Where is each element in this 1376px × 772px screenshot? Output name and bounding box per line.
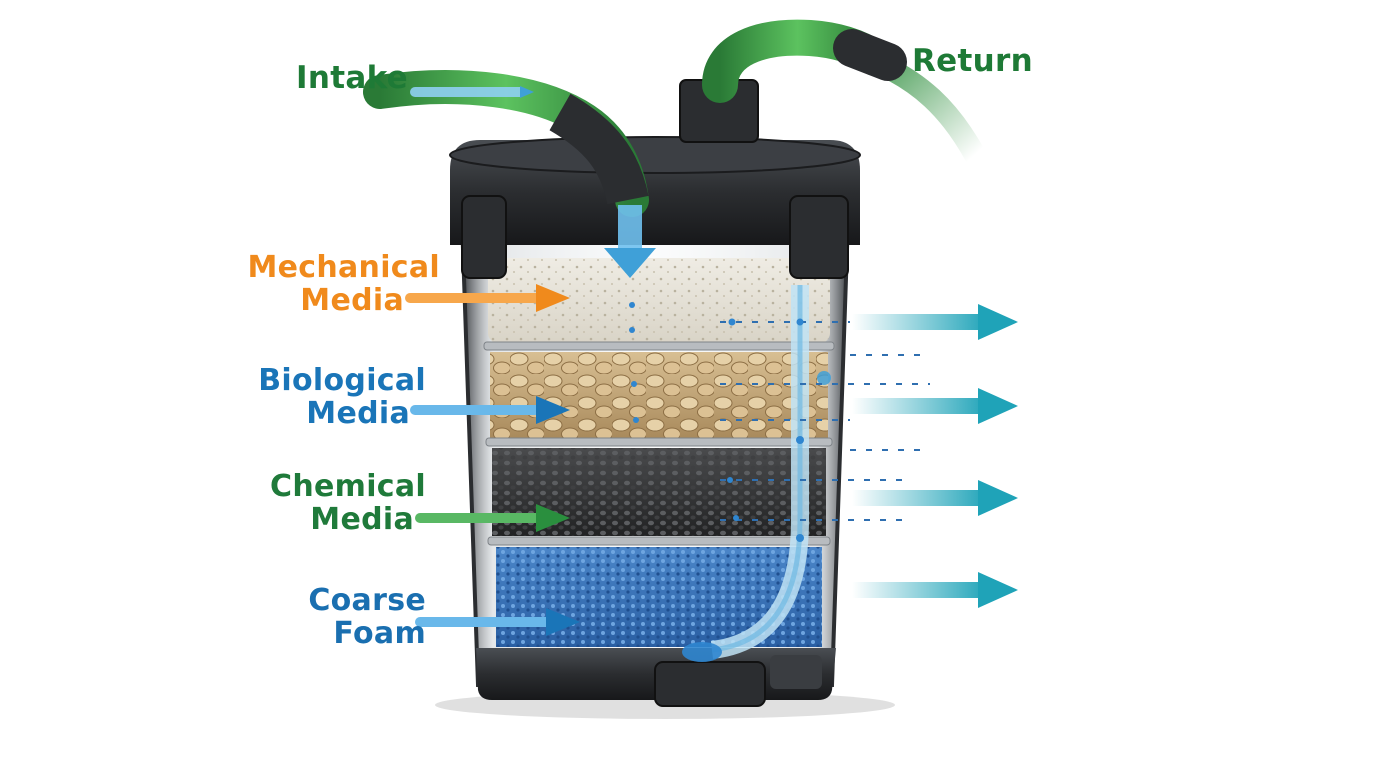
biological-label-line1: Biological — [258, 363, 426, 398]
chemical-label-line1: Chemical — [270, 469, 426, 504]
down-arrow-icon — [604, 205, 656, 278]
water-droplets — [629, 302, 804, 542]
mechanical-pointer-arrow — [405, 284, 570, 312]
chemical-label-line2: Media — [310, 502, 414, 537]
mechanical-label-line1: Mechanical — [247, 250, 440, 285]
biological-pointer-arrow — [410, 396, 570, 424]
chemical-media-label: Chemical Media — [160, 470, 426, 536]
intake-label: Intake — [230, 62, 408, 95]
biological-label-line2: Media — [306, 396, 410, 431]
chemical-pointer-arrow — [415, 504, 570, 532]
lid-clamp-left — [461, 195, 507, 279]
media-tray-divider — [483, 341, 835, 351]
right-arrow-icon — [852, 480, 1018, 516]
media-tray-divider — [487, 536, 831, 546]
coarse-label-line2: Foam — [333, 616, 426, 651]
canister-lid — [449, 136, 861, 279]
intake-label-text: Intake — [296, 60, 408, 96]
coarse-pointer-arrow — [415, 608, 580, 636]
canister-body — [459, 218, 851, 707]
right-arrow-icon — [852, 572, 1018, 608]
pump-housing — [654, 661, 766, 707]
return-label: Return — [912, 45, 1062, 78]
media-tray-divider — [485, 437, 833, 447]
return-hose — [679, 19, 907, 143]
lid-clamp-right — [789, 195, 849, 279]
return-label-text: Return — [912, 43, 1033, 79]
coarse-label-line1: Coarse — [308, 583, 426, 618]
flow-dash-lines — [720, 321, 930, 521]
right-arrow-icon — [852, 388, 1018, 424]
outflow-arrows — [629, 302, 1018, 608]
mechanical-label-line2: Media — [300, 283, 404, 318]
intake-hose — [363, 70, 649, 217]
mechanical-media-label: Mechanical Media — [160, 251, 440, 317]
right-arrow-icon — [852, 304, 1018, 340]
biological-media-label: Biological Media — [160, 364, 426, 430]
coarse-foam-label: Coarse Foam — [160, 584, 426, 650]
